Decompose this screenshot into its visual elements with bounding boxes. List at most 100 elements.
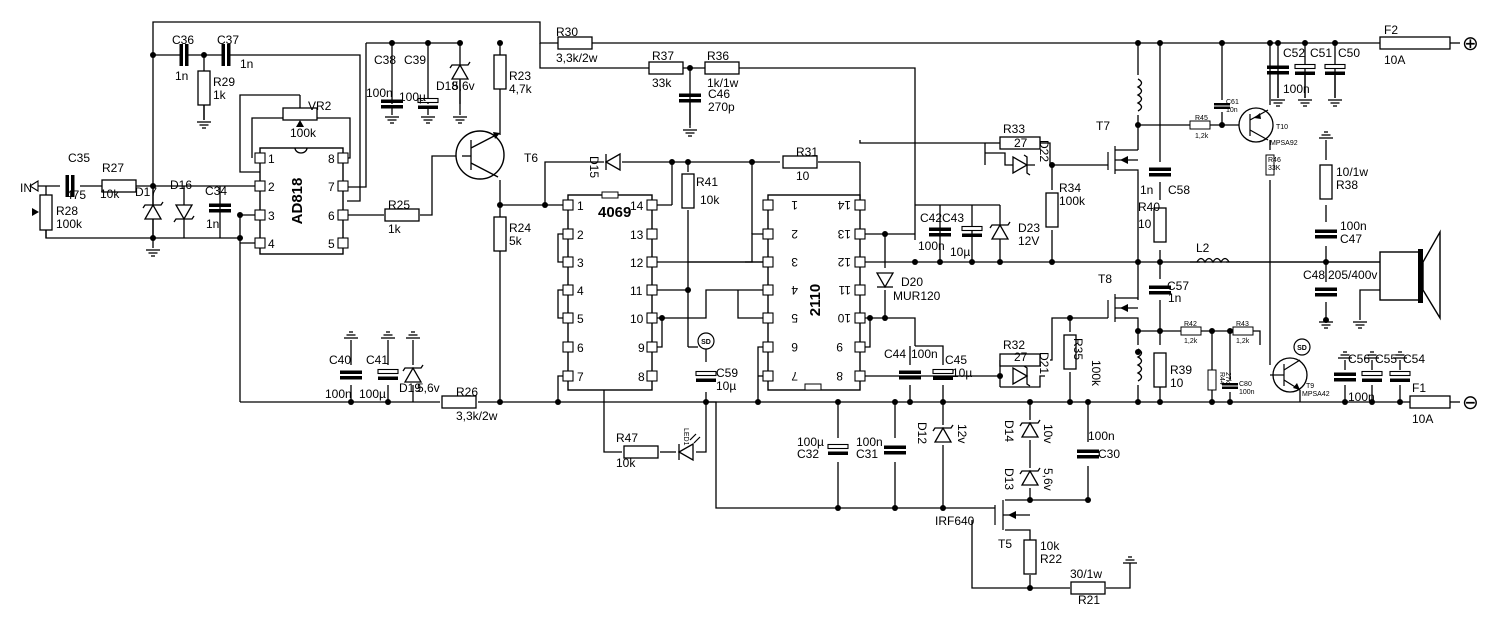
svg-text:4: 4 — [268, 237, 275, 251]
svg-text:8: 8 — [638, 370, 645, 384]
svg-text:D15: D15 — [587, 156, 601, 178]
resistor-r38 — [1319, 164, 1333, 200]
svg-text:1n: 1n — [175, 69, 188, 83]
svg-text:R37: R37 — [652, 49, 674, 63]
svg-text:R42: R42 — [1184, 321, 1197, 328]
svg-text:IRF640: IRF640 — [935, 514, 975, 528]
svg-text:10v: 10v — [1041, 424, 1055, 443]
svg-text:MPSA42: MPSA42 — [1302, 391, 1330, 398]
svg-text:R32: R32 — [1003, 338, 1025, 352]
svg-text:1: 1 — [577, 199, 584, 213]
svg-text:R31: R31 — [796, 145, 818, 159]
svg-text:C56: C56 — [1348, 352, 1370, 366]
svg-text:13: 13 — [630, 228, 644, 242]
svg-text:L2: L2 — [1196, 241, 1210, 255]
svg-text:C39: C39 — [404, 53, 426, 67]
svg-text:R46: R46 — [1268, 157, 1281, 164]
diode-d20 — [876, 272, 894, 288]
svg-text:100n: 100n — [366, 86, 393, 100]
svg-text:C42: C42 — [920, 211, 942, 225]
svg-text:100n: 100n — [1239, 389, 1255, 396]
svg-text:C31: C31 — [856, 447, 878, 461]
svg-text:100n: 100n — [918, 239, 945, 253]
ir2110-label: 2110 — [807, 284, 824, 317]
svg-text:R45: R45 — [1195, 115, 1208, 122]
svg-text:R35: R35 — [1071, 338, 1085, 360]
svg-text:205/400v: 205/400v — [1328, 268, 1377, 282]
svg-text:R44: R44 — [1218, 372, 1225, 385]
svg-text:R39: R39 — [1170, 363, 1192, 377]
svg-text:D22: D22 — [1037, 140, 1051, 162]
svg-text:1,2k: 1,2k — [1195, 133, 1209, 140]
svg-text:12v: 12v — [955, 424, 969, 443]
resistor-r39 — [1153, 352, 1167, 388]
svg-text:27k: 27k — [1224, 372, 1231, 384]
svg-text:12: 12 — [837, 255, 851, 269]
mosfet-t8 — [1107, 294, 1139, 322]
svg-text:1,2k: 1,2k — [1236, 338, 1250, 345]
svg-text:7: 7 — [791, 369, 798, 383]
svg-text:C36: C36 — [172, 33, 194, 47]
svg-text:13: 13 — [837, 227, 851, 241]
svg-text:R24: R24 — [509, 221, 531, 235]
svg-text:7: 7 — [577, 370, 584, 384]
svg-text:100µ: 100µ — [359, 387, 386, 401]
resistor-r22 — [1023, 539, 1037, 575]
mosfet-t5 — [994, 500, 1030, 530]
svg-text:1,2k: 1,2k — [1184, 338, 1198, 345]
svg-text:12: 12 — [630, 256, 644, 270]
svg-text:1: 1 — [268, 152, 275, 166]
ground-symbol — [196, 121, 212, 129]
svg-text:1n: 1n — [1140, 183, 1153, 197]
svg-text:10: 10 — [630, 312, 644, 326]
svg-text:R26: R26 — [456, 385, 478, 399]
svg-text:3,3k/2w: 3,3k/2w — [556, 51, 598, 65]
cap-c58 — [1149, 167, 1171, 177]
svg-text:R40: R40 — [1138, 200, 1160, 214]
svg-text:R34: R34 — [1059, 181, 1081, 195]
svg-text:8: 8 — [328, 152, 335, 166]
svg-text:100k: 100k — [1059, 194, 1086, 208]
sd-connector-2 — [1293, 338, 1311, 356]
cap-c37 — [221, 44, 231, 66]
svg-text:5: 5 — [328, 237, 335, 251]
svg-text:100n: 100n — [1283, 82, 1310, 96]
svg-text:C32: C32 — [797, 447, 819, 461]
svg-text:3: 3 — [577, 256, 584, 270]
svg-text:R25: R25 — [388, 198, 410, 212]
svg-text:5: 5 — [791, 311, 798, 325]
svg-text:R29: R29 — [213, 75, 235, 89]
svg-text:27: 27 — [1014, 350, 1028, 364]
svg-text:10: 10 — [837, 311, 851, 325]
plus-terminal: ⊕ — [1462, 33, 1479, 55]
svg-text:C50: C50 — [1338, 46, 1360, 60]
svg-text:D16: D16 — [170, 178, 192, 192]
svg-text:10A: 10A — [1412, 412, 1433, 426]
svg-text:8: 8 — [836, 369, 843, 383]
svg-text:T10: T10 — [1276, 124, 1288, 131]
svg-text:6: 6 — [791, 340, 798, 354]
ad818-label: AD818 — [289, 178, 306, 225]
svg-text:D19: D19 — [399, 381, 421, 395]
svg-text:T5: T5 — [998, 537, 1012, 551]
svg-text:C46: C46 — [708, 87, 730, 101]
svg-text:12V: 12V — [1018, 234, 1039, 248]
svg-text:9: 9 — [638, 341, 645, 355]
svg-text:100µ: 100µ — [399, 90, 426, 104]
svg-text:D12: D12 — [915, 422, 929, 444]
cd4069-label: 4069 — [598, 204, 631, 221]
transistor-t6 — [455, 130, 505, 180]
svg-text:4: 4 — [577, 284, 584, 298]
sd-connector — [697, 332, 715, 350]
svg-text:3,3k/2w: 3,3k/2w — [456, 409, 498, 423]
resistor-r37 — [648, 61, 684, 75]
svg-text:475: 475 — [66, 188, 86, 202]
svg-text:14: 14 — [837, 198, 851, 212]
svg-text:LED1: LED1 — [682, 428, 689, 446]
potentiometer-r28 — [39, 194, 53, 231]
svg-text:T9: T9 — [1306, 383, 1314, 390]
input-port-label: IN — [20, 181, 32, 195]
svg-text:5,6v: 5,6v — [452, 79, 475, 93]
